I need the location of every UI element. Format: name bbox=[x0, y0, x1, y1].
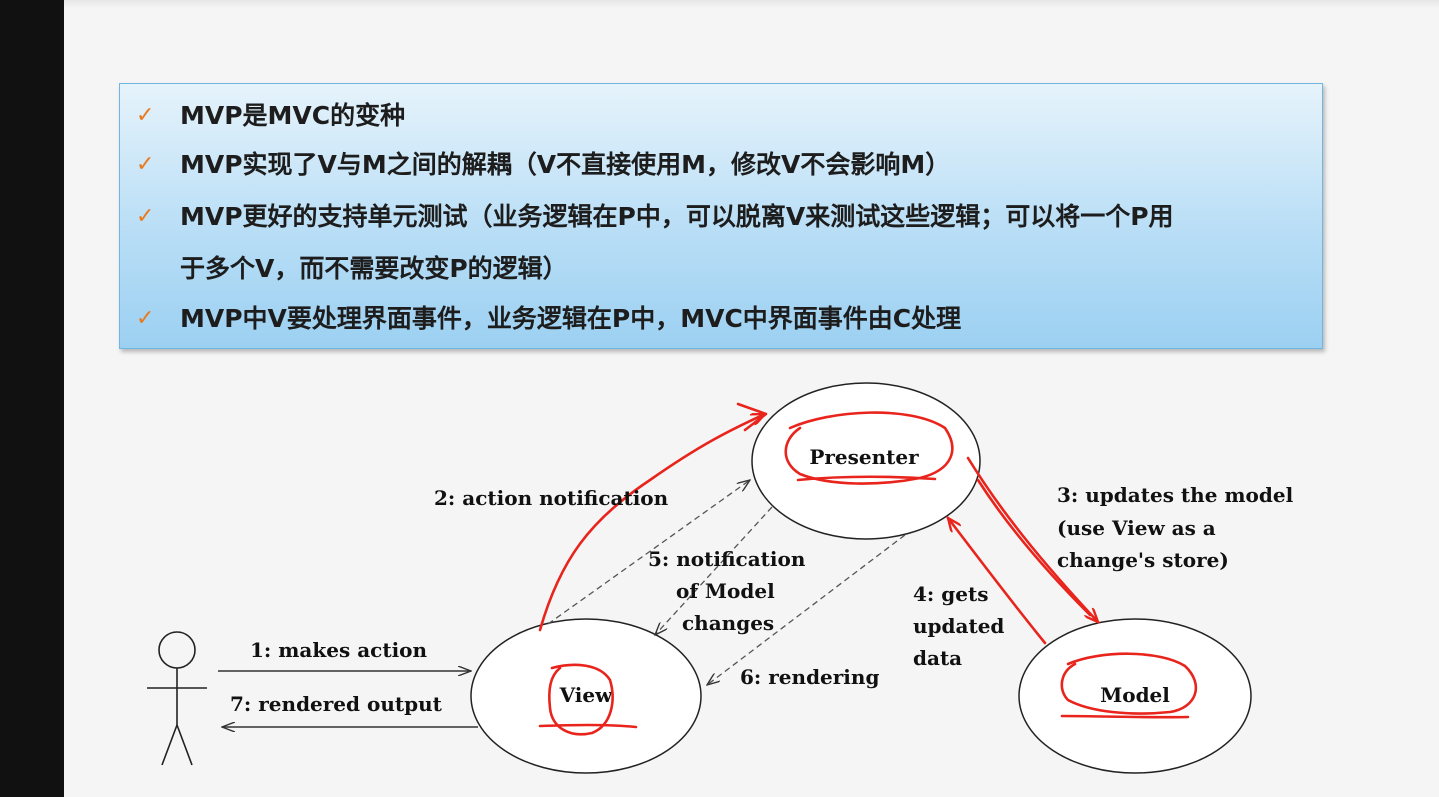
label-rendering: 6: rendering bbox=[740, 665, 879, 689]
check-icon: ✓ bbox=[136, 306, 155, 331]
arrow-action-notification bbox=[547, 480, 750, 625]
check-icon: ✓ bbox=[136, 152, 155, 177]
actor-stick-figure bbox=[147, 631, 207, 766]
svg-text:4: gets: 4: gets bbox=[913, 582, 988, 606]
svg-text:3: updates the model: 3: updates the model bbox=[1057, 483, 1294, 507]
svg-text:data: data bbox=[913, 646, 962, 670]
arrow-rendering bbox=[707, 534, 906, 685]
slide-top-strip bbox=[64, 0, 1439, 8]
check-icon: ✓ bbox=[136, 204, 155, 229]
view-label: View bbox=[559, 683, 613, 707]
bullet-1: MVP是MVC的变种 bbox=[180, 101, 406, 130]
bullet-4: MVP中V要处理界面事件，业务逻辑在P中，MVC中界面事件由C处理 bbox=[180, 304, 962, 333]
svg-text:of Model: of Model bbox=[676, 579, 775, 603]
bullet-3: MVP更好的支持单元测试（业务逻辑在P中，可以脱离V来测试这些逻辑；可以将一个P… bbox=[180, 202, 1174, 231]
svg-text:(use View as a: (use View as a bbox=[1057, 516, 1216, 540]
bullet-2: MVP实现了V与M之间的解耦（V不直接使用M，修改V不会影响M） bbox=[180, 150, 951, 179]
bullet-box: ✓ MVP是MVC的变种 ✓ MVP实现了V与M之间的解耦（V不直接使用M，修改… bbox=[119, 83, 1323, 349]
label-action-notification: 2: action notification bbox=[434, 486, 669, 510]
svg-text:changes: changes bbox=[682, 611, 774, 635]
label-gets-updated-data: 4: gets updated data bbox=[913, 582, 1004, 670]
svg-text:5: notification: 5: notification bbox=[648, 547, 806, 571]
label-makes-action: 1: makes action bbox=[250, 638, 428, 662]
label-updates-the-model: 3: updates the model (use View as a chan… bbox=[1057, 483, 1294, 572]
model-label: Model bbox=[1100, 683, 1170, 707]
check-icon: ✓ bbox=[136, 103, 155, 128]
presenter-label: Presenter bbox=[809, 445, 919, 469]
red-annotations bbox=[538, 402, 1198, 736]
arrow-notification-model-changes bbox=[655, 506, 773, 635]
label-notification-model-changes: 5: notification of Model changes bbox=[648, 547, 806, 635]
label-rendered-output: 7: rendered output bbox=[230, 692, 443, 716]
bullet-3-continuation: 于多个V，而不需要改变P的逻辑） bbox=[180, 254, 568, 283]
svg-text:change's store): change's store) bbox=[1057, 548, 1229, 572]
model-node bbox=[1018, 618, 1252, 774]
svg-text:updated: updated bbox=[913, 614, 1004, 638]
view-node bbox=[470, 618, 702, 774]
